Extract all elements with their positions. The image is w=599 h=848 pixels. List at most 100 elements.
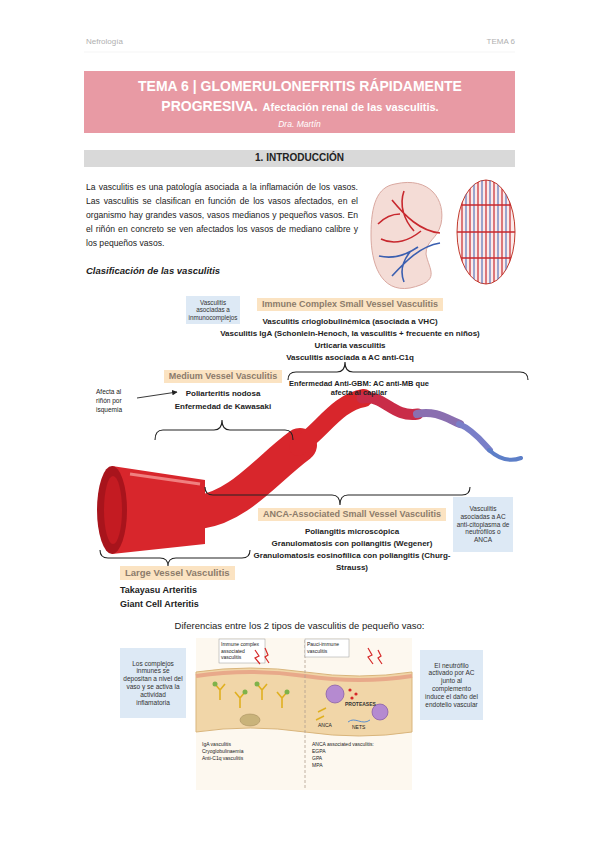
note-text: El neutrófilo activado por AC junto al c… xyxy=(423,662,480,709)
text-label: Pauci-immune vasculitis xyxy=(307,641,349,654)
vessel-wall-illustration xyxy=(255,682,260,687)
category-bracket xyxy=(100,550,250,566)
list-item: Urticaria vasculitis xyxy=(190,340,510,352)
vessel-wall-illustration xyxy=(196,668,412,736)
category-bracket xyxy=(155,420,293,440)
note-text: Vasculitis asociadas a AC anti-citoplasm… xyxy=(456,505,510,544)
vessel-illustration xyxy=(417,413,460,424)
note-body: Los complejos inmunes se depositan a niv… xyxy=(123,660,183,707)
vessel-illustration xyxy=(489,450,521,460)
category-heading: Medium Vessel Vasculitis xyxy=(164,370,283,383)
category-heading: ANCA-Associated Small Vessel Vasculitis xyxy=(258,508,446,521)
vessel-wall-illustration xyxy=(196,638,412,790)
vessel-wall-illustration xyxy=(368,648,382,664)
text-label: Dra. Martín xyxy=(84,119,515,129)
vessel-wall-illustration xyxy=(213,682,218,687)
text-label: GPA xyxy=(312,755,322,761)
leader-arrow xyxy=(137,392,177,398)
kidney-illustration xyxy=(457,180,515,284)
vessel-illustration xyxy=(97,466,127,554)
text-label: La vasculitis es una patología asociada … xyxy=(86,180,358,250)
list-item: Granulomatosis con poliangitis (Wegener) xyxy=(252,538,452,550)
text-label: MPA xyxy=(312,762,322,768)
leader-arrow xyxy=(137,392,177,398)
text-label: Enfermedad Anti-GBM: AC anti-MB que afec… xyxy=(283,379,435,397)
vessel-illustration xyxy=(104,476,122,544)
note-body: Vasculitis asociadas a AC anti-citoplasm… xyxy=(456,505,510,544)
vessel-wall-illustration xyxy=(348,688,351,691)
category-bracket xyxy=(100,362,528,566)
vessel-wall-illustration xyxy=(316,708,326,720)
kidney-illustration xyxy=(378,191,440,242)
title-banner xyxy=(84,71,515,133)
vessel-wall-illustration xyxy=(305,640,306,788)
vessel-illustration xyxy=(459,424,490,450)
vessel-wall-illustration xyxy=(285,690,290,695)
category-list: ANCA-Associated Small Vessel VasculitisP… xyxy=(252,508,452,574)
text-label: NETS xyxy=(352,724,365,730)
text-label: Cryoglobulinaemia xyxy=(202,748,243,754)
kidney-illustration xyxy=(457,205,515,258)
title-block: TEMA 6 | GLOMERULONEFRITIS RÁPIDAMENTE P… xyxy=(100,76,500,117)
text-label: ANCA associated vasculitis: xyxy=(312,741,374,747)
header-rule xyxy=(84,52,515,53)
kidney-illustration xyxy=(457,180,515,285)
list-item: Giant Cell Arteritis xyxy=(120,597,250,611)
section-bar xyxy=(84,150,515,167)
title-banner xyxy=(84,71,515,133)
vessel-wall-illustration xyxy=(305,639,349,657)
vessel-illustration xyxy=(298,398,364,447)
list-item: Granulomatosis eosinofílica con poliangi… xyxy=(252,550,452,574)
list-item: Enfermedad de Kawasaki xyxy=(158,400,288,413)
list-item: Vasculitis IgA (Schonlein-Henoch, la vas… xyxy=(190,328,510,340)
subtitle: Afectación renal de las vasculitis. xyxy=(263,101,439,113)
note-box: Vasculitis asociadas a AC anti-citoplasm… xyxy=(453,497,513,552)
vessel-illustration xyxy=(200,445,300,512)
text-label: PROTEASES xyxy=(345,701,376,707)
vessel-wall-illustration xyxy=(196,638,412,790)
vessel-wall-illustration xyxy=(348,720,370,722)
list-item: Poliarteritis nodosa xyxy=(158,387,288,400)
note-box: Los complejos inmunes se depositan a niv… xyxy=(120,648,186,718)
section-bar xyxy=(84,150,515,167)
vessel-wall-illustration xyxy=(326,685,344,703)
kidney-illustration xyxy=(371,180,515,289)
text-label: Anti-C1q vasculitis xyxy=(202,755,243,761)
text-label: 1. INTRODUCCIÓN xyxy=(84,152,515,164)
vessel-wall-illustration xyxy=(219,639,265,663)
note-box: El neutrófilo activado por AC junto al c… xyxy=(420,650,483,720)
category-bracket xyxy=(205,487,470,505)
kidney-illustration xyxy=(379,243,440,282)
list-item: Poliangitis microscópica xyxy=(252,526,452,538)
kidney-illustration xyxy=(371,182,442,288)
vessel-wall-illustration xyxy=(196,672,412,680)
text-label: IgA vasculitis xyxy=(202,741,231,747)
vessel-illustration xyxy=(97,398,521,554)
vessel-wall-illustration xyxy=(243,690,248,695)
note-body: Vasculitis asociadas a inmunocomplejos xyxy=(189,299,238,322)
vessel-wall-illustration xyxy=(215,684,287,708)
note-box: Vasculitis asociadas a inmunocomplejos xyxy=(186,296,240,324)
category-heading: Large Vessel Vasculitis xyxy=(120,566,235,580)
text-label: ANCA xyxy=(318,722,332,728)
text-label: Nefrología xyxy=(86,37,123,47)
list-item: Takayasu Arteritis xyxy=(120,583,250,597)
category-list: Large Vessel VasculitisTakayasu Arteriti… xyxy=(120,566,250,611)
text-label: Diferencias entre los 2 tipos de vasculi… xyxy=(84,620,515,631)
vessel-wall-illustration xyxy=(255,648,269,664)
text-label: Afecta al riñón por isquemia xyxy=(96,387,136,414)
note-text: Los complejos inmunes se depositan a niv… xyxy=(123,660,183,707)
vessel-illustration xyxy=(130,474,200,484)
text-label: Immune complex associated vasculitis xyxy=(221,641,265,661)
vessel-illustration xyxy=(362,398,418,415)
text-label: Clasificación de las vasculitis xyxy=(86,265,220,276)
category-bracket xyxy=(288,362,528,380)
note-body: El neutrófilo activado por AC junto al c… xyxy=(423,662,480,709)
vessel-wall-illustration xyxy=(240,714,260,726)
text-label: TEMA 6 xyxy=(455,37,515,47)
list-item: Vasculitis asociada a AC anti-C1q xyxy=(190,352,510,364)
header-rule xyxy=(84,52,515,53)
category-list: Medium Vessel VasculitisPoliarteritis no… xyxy=(158,370,288,413)
vessel-wall-illustration xyxy=(350,696,353,699)
